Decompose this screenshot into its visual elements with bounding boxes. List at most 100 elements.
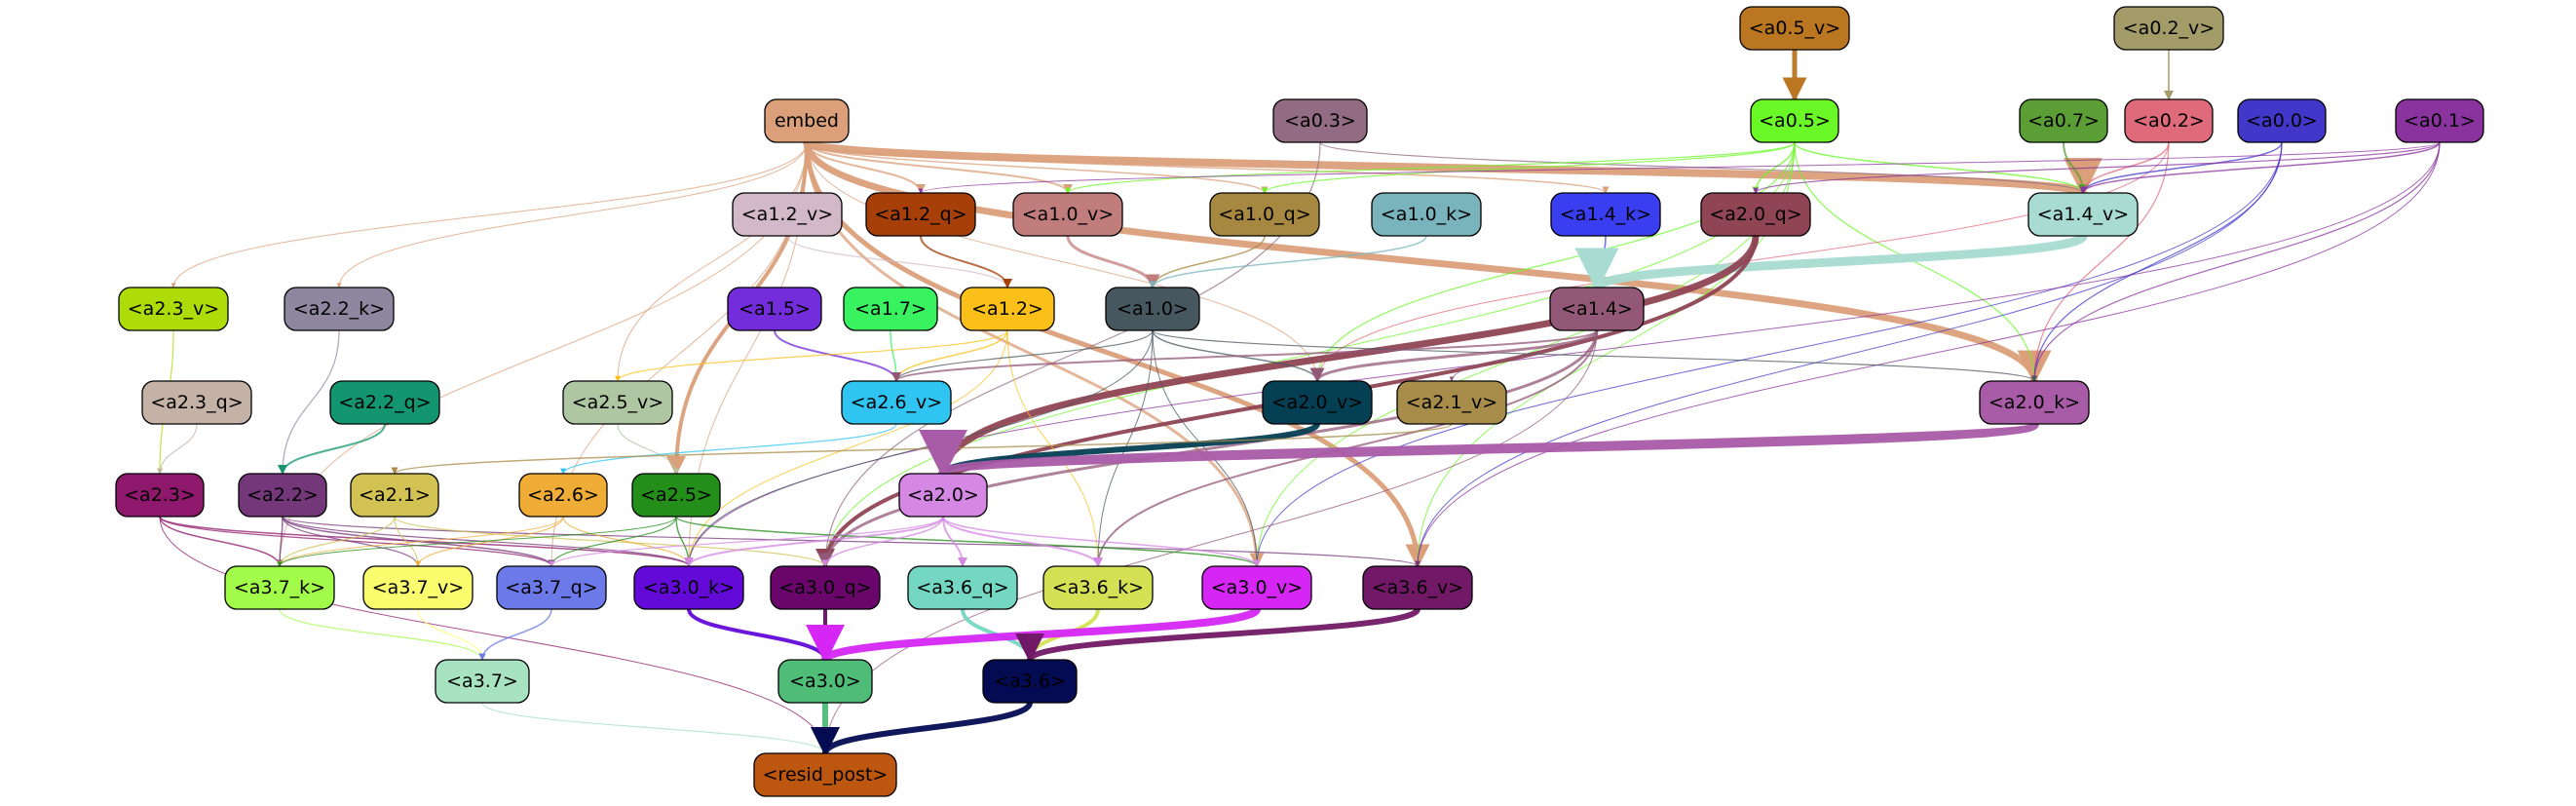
node-a2-0-k[interactable]: <a2.0_k> — [1979, 380, 2090, 425]
node-a2-3[interactable]: <a2.3> — [115, 473, 205, 518]
edge-a1_5-to-a2_6_v — [774, 329, 901, 382]
node-a3-0-q[interactable]: <a3.0_q> — [770, 565, 881, 610]
node-a3-7-v[interactable]: <a3.7_v> — [362, 565, 474, 610]
node-box — [1209, 192, 1320, 237]
node-box — [435, 659, 530, 704]
node-a1-2[interactable]: <a1.2> — [960, 287, 1055, 331]
node-a1-4[interactable]: <a1.4> — [1549, 287, 1645, 331]
node-a3-6[interactable]: <a3.6> — [982, 659, 1078, 704]
node-a3-0-k[interactable]: <a3.0_k> — [633, 565, 744, 610]
node-label: <a0.2_v> — [2123, 18, 2215, 39]
node-a2-6-v[interactable]: <a2.6_v> — [841, 380, 952, 425]
edge-embed-to-a1_0_v — [806, 141, 1073, 194]
node-label: <a3.0> — [789, 671, 861, 692]
edge-embed-to-a2_0_k — [803, 141, 2052, 385]
node-a1-4-k[interactable]: <a1.4_k> — [1550, 192, 1661, 237]
node-label: <a0.3> — [1284, 110, 1356, 132]
edge-a2_2-to-a3_7_k — [276, 516, 284, 567]
edge-a1_2-to-a3_6_k — [1006, 329, 1101, 567]
node-a3-7[interactable]: <a3.7> — [435, 659, 530, 704]
node-box — [2019, 98, 2108, 143]
edge-a0_2-to-a2_0_k — [2031, 141, 2170, 382]
node-label: <a2.2_k> — [293, 298, 385, 320]
edge-a1_0-to-a2_6_v — [893, 329, 1154, 382]
node-box — [1739, 6, 1850, 51]
node-a0-1[interactable]: <a0.1> — [2395, 98, 2484, 143]
edge-a2_1-to-a3_7_v — [394, 516, 421, 567]
node-box — [350, 473, 439, 518]
node-a1-7[interactable]: <a1.7> — [843, 287, 938, 331]
node-label: <a2.2> — [246, 484, 319, 506]
node-a1-5[interactable]: <a1.5> — [727, 287, 822, 331]
node-box — [1105, 287, 1200, 331]
node-box — [2113, 6, 2224, 51]
node-a1-0-k[interactable]: <a1.0_k> — [1371, 192, 1482, 237]
node-box — [777, 659, 873, 704]
node-a2-6[interactable]: <a2.6> — [518, 473, 608, 518]
node-layer: <a0.5_v> <a0.2_v>embed <a0.3> <a0.5> <a0.7> <… — [115, 6, 2484, 797]
edge-a1_4-to-a2_0_v — [1309, 329, 1599, 383]
node-a1-2-q[interactable]: <a1.2_q> — [865, 192, 976, 237]
node-a0-7[interactable]: <a0.7> — [2019, 98, 2108, 143]
node-a0-5[interactable]: <a0.5> — [1750, 98, 1839, 143]
node-a3-6-q[interactable]: <a3.6_q> — [907, 565, 1018, 610]
edge-a1_2-to-a3_0_k — [686, 329, 1008, 567]
node-a2-3-q[interactable]: <a2.3_q> — [141, 380, 252, 425]
node-a3-0[interactable]: <a3.0> — [777, 659, 873, 704]
node-resid-post[interactable]: <resid_post> — [753, 752, 897, 797]
edge-a0_0-to-a3_6_v — [1415, 141, 2283, 567]
node-a2-3-v[interactable]: <a2.3_v> — [118, 287, 229, 331]
node-box — [1750, 98, 1839, 143]
node-a2-0-v[interactable]: <a2.0_v> — [1262, 380, 1373, 425]
node-a2-0[interactable]: <a2.0> — [898, 473, 988, 518]
node-box — [898, 473, 988, 518]
node-a2-0-q[interactable]: <a2.0_q> — [1700, 192, 1811, 237]
node-label: <a3.0_q> — [778, 577, 871, 598]
node-a2-1[interactable]: <a2.1> — [350, 473, 439, 518]
edge-a2_1-to-a3_0_q — [394, 516, 828, 567]
node-label: <a1.0> — [1117, 298, 1189, 320]
edge-a0_0-to-a2_0_k — [2031, 141, 2283, 382]
edge-a0_1-to-a2_0_q — [1753, 141, 2441, 194]
node-a2-2-k[interactable]: <a2.2_k> — [284, 287, 395, 331]
node-box — [982, 659, 1078, 704]
node-box — [329, 380, 440, 425]
edge-a2_1-to-a3_7_k — [277, 516, 396, 567]
node-a0-5-v[interactable]: <a0.5_v> — [1739, 6, 1850, 51]
node-a2-2-q[interactable]: <a2.2_q> — [329, 380, 440, 425]
node-box — [562, 380, 673, 425]
node-a1-0[interactable]: <a1.0> — [1105, 287, 1200, 331]
node-label: <a3.0_v> — [1211, 577, 1303, 598]
node-a0-2[interactable]: <a0.2> — [2124, 98, 2214, 143]
node-a3-6-k[interactable]: <a3.6_k> — [1042, 565, 1154, 610]
edge-a0_1-to-a1_2_q — [918, 141, 2441, 194]
node-label: <a2.0_v> — [1271, 392, 1363, 413]
node-a0-3[interactable]: <a0.3> — [1272, 98, 1368, 143]
node-a3-0-v[interactable]: <a3.0_v> — [1201, 565, 1312, 610]
edge-a0_5-to-a2_0_v — [1314, 141, 1796, 382]
node-embed[interactable]: embed — [764, 98, 850, 143]
node-a1-4-v[interactable]: <a1.4_v> — [2027, 192, 2139, 237]
node-box — [1362, 565, 1473, 610]
node-a1-0-q[interactable]: <a1.0_q> — [1209, 192, 1320, 237]
node-label: <a0.1> — [2404, 110, 2476, 132]
node-a2-2[interactable]: <a2.2> — [238, 473, 327, 518]
node-a3-6-v[interactable]: <a3.6_v> — [1362, 565, 1473, 610]
node-label: <a1.5> — [739, 298, 811, 320]
node-a0-0[interactable]: <a0.0> — [2237, 98, 2327, 143]
node-a1-0-v[interactable]: <a1.0_v> — [1012, 192, 1123, 237]
node-a3-7-k[interactable]: <a3.7_k> — [224, 565, 335, 610]
node-a3-7-q[interactable]: <a3.7_q> — [496, 565, 607, 610]
node-a1-2-v[interactable]: <a1.2_v> — [732, 192, 843, 237]
edge-a2_3-to-resid_post — [159, 516, 828, 754]
node-a0-2-v[interactable]: <a0.2_v> — [2113, 6, 2224, 51]
node-a2-5[interactable]: <a2.5> — [631, 473, 721, 518]
node-a2-1-v[interactable]: <a2.1_v> — [1396, 380, 1507, 425]
node-label: <a2.5> — [640, 484, 712, 506]
node-box — [732, 192, 843, 237]
node-label: <a2.0> — [907, 484, 979, 506]
node-a2-5-v[interactable]: <a2.5_v> — [562, 380, 673, 425]
edge-a2_5-to-a3_0_v — [675, 516, 1261, 567]
edge-embed-to-a2_2_k — [336, 141, 808, 288]
node-label: <a2.1> — [359, 484, 431, 506]
